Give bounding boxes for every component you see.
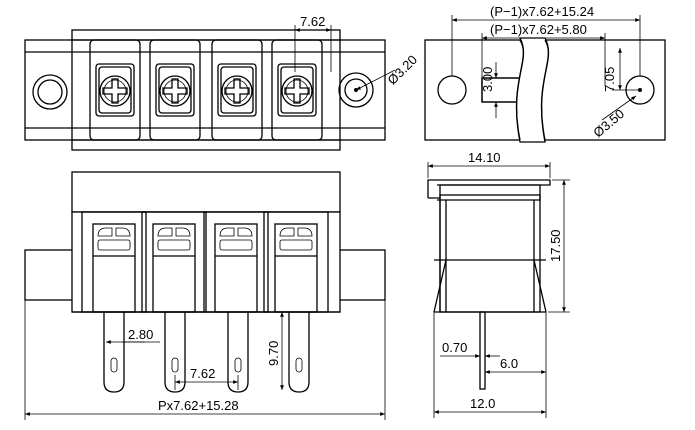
screw-slot — [102, 78, 128, 104]
screw-cell — [149, 39, 201, 141]
side-view — [427, 179, 551, 390]
screw-cell — [89, 39, 141, 141]
top-right-view — [424, 37, 666, 143]
dimensions: 7.62 Ø3.20 (P−1)x7.62+15.24 (P−1)x7.62+5… — [24, 4, 641, 420]
screw-slot — [284, 78, 310, 104]
front-cells — [81, 211, 329, 313]
dim-hole-dia-right: Ø3.50 — [590, 106, 627, 140]
screw-head — [99, 75, 131, 107]
dim-pin-length: 9.70 — [266, 341, 281, 366]
dim-overall-top: (P−1)x7.62+15.24 — [490, 4, 594, 19]
dim-base-width: 12.0 — [470, 396, 495, 411]
dim-width-side: 14.10 — [468, 150, 501, 165]
dim-pin-width: 2.80 — [128, 327, 153, 342]
pin — [103, 312, 125, 393]
front-cell — [81, 211, 147, 313]
screw-slot — [162, 78, 188, 104]
screw-head — [281, 75, 313, 107]
dim-hole-dia-top: Ø3.20 — [384, 52, 420, 88]
dim-height-side: 17.50 — [548, 229, 563, 262]
dim-height-7: 7.05 — [602, 67, 617, 92]
front-cell — [141, 211, 207, 313]
pins — [103, 312, 310, 393]
left-mount-hole — [32, 74, 68, 110]
pin — [164, 312, 186, 393]
dim-inner-top: (P−1)x7.62+5.80 — [490, 22, 587, 37]
dim-height-3: 3.00 — [480, 67, 495, 92]
dim-pin-offset: 6.0 — [500, 356, 518, 371]
screw-head — [159, 75, 191, 107]
screw-slot — [224, 78, 250, 104]
screw-head — [221, 75, 253, 107]
front-cell — [263, 211, 329, 313]
dim-pin-thickness: 0.70 — [442, 340, 467, 355]
dim-pitch-top: 7.62 — [300, 14, 325, 29]
screw-cell — [211, 39, 263, 141]
pin — [288, 312, 310, 393]
screw-cells — [89, 39, 323, 141]
screw-cell — [271, 39, 323, 141]
dim-overall-bottom: Px7.62+15.28 — [158, 398, 239, 413]
front-cell — [203, 211, 269, 313]
pin — [227, 312, 249, 393]
dim-pitch-bottom: 7.62 — [190, 366, 215, 381]
front-view — [24, 171, 386, 393]
